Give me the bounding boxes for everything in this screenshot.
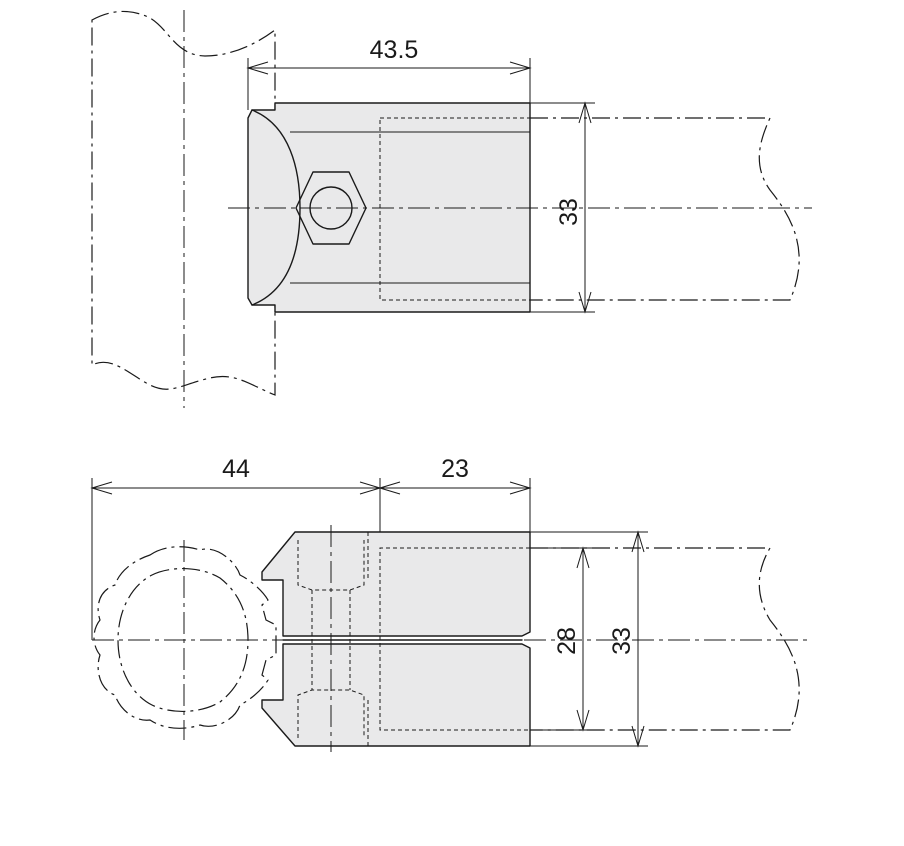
top-horizontal-pipe-phantom bbox=[530, 117, 800, 301]
bottom-horizontal-pipe-phantom bbox=[530, 547, 800, 731]
top-hidden-insert bbox=[379, 117, 531, 301]
bottom-round-profile-phantom bbox=[93, 546, 277, 729]
dim-bottom-33-label: 33 bbox=[608, 627, 636, 655]
dim-bottom-33-arrow-top bbox=[631, 530, 645, 553]
bottom-connector-upper-half bbox=[261, 531, 531, 637]
dim-28-arrow-top bbox=[576, 546, 590, 569]
dim-bottom-33-arrow-bottom bbox=[631, 725, 645, 748]
bottom-hidden-bolt-lower bbox=[297, 689, 365, 738]
dim-44-label: 44 bbox=[222, 455, 250, 483]
dim-43-5-arrow-left bbox=[246, 61, 269, 75]
top-vertical-pipe-phantom bbox=[91, 10, 276, 396]
bottom-view: 44 23 28 33 bbox=[90, 455, 812, 752]
dim-23-arrow-left bbox=[378, 481, 401, 495]
bottom-hidden-insert bbox=[379, 547, 530, 731]
bottom-round-profile-inner-phantom bbox=[117, 567, 249, 713]
dim-44-arrow-left bbox=[90, 481, 113, 495]
dim-23-label: 23 bbox=[441, 455, 469, 483]
dim-top-33-arrow-top bbox=[578, 101, 592, 124]
dim-23-arrow-right bbox=[509, 481, 532, 495]
dim-43-5-label: 43.5 bbox=[370, 36, 419, 64]
dim-43-5-arrow-right bbox=[509, 61, 532, 75]
dim-top-33-label: 33 bbox=[555, 198, 583, 226]
bottom-connector-lower-half bbox=[261, 643, 531, 747]
top-view: 43.5 33 bbox=[91, 10, 812, 408]
dim-28-label: 28 bbox=[553, 627, 581, 655]
dim-28-arrow-bottom bbox=[576, 709, 590, 732]
dim-top-33-arrow-bottom bbox=[578, 291, 592, 314]
